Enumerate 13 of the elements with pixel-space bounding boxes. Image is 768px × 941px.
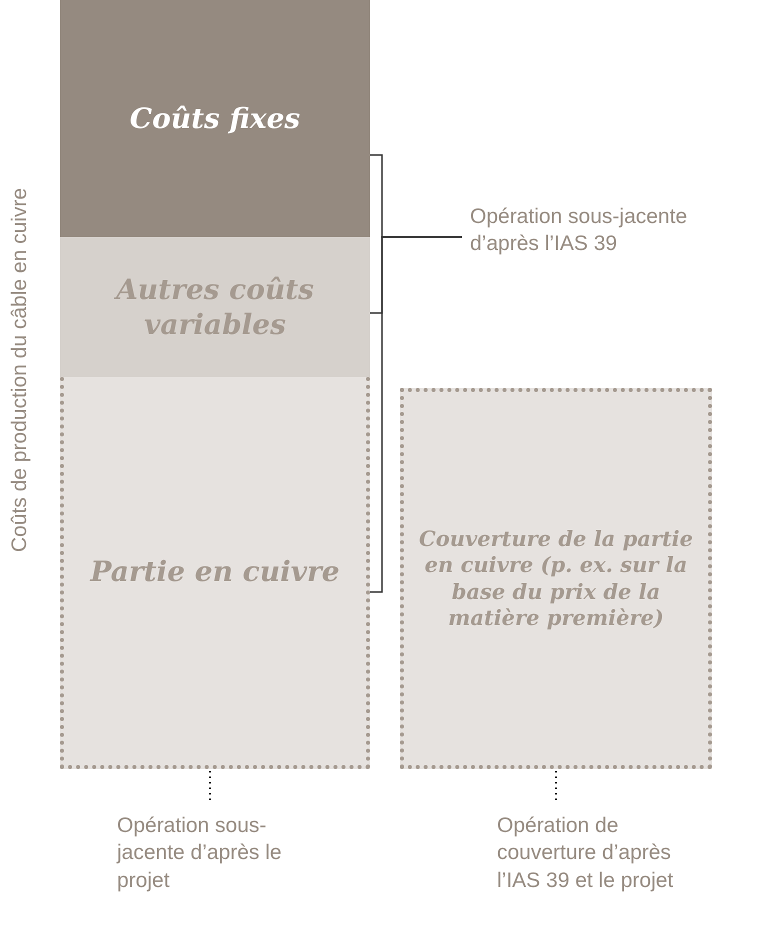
bracket-line: [370, 236, 462, 593]
block-title: Partie en cuivre: [90, 554, 340, 588]
cost-block: [400, 388, 712, 769]
annotation-text: Opération sous-jacente d’après le projet: [117, 812, 307, 894]
block-title: Autres coûts variables: [113, 272, 315, 342]
annotation-text: Opération sous-jacente d’après l’IAS 39: [470, 203, 760, 258]
block-title: Couverture de la partie en cuivre (p. ex. sur la base du prix de la matière première): [418, 526, 694, 631]
cost-block: [60, 237, 370, 377]
cost-block: [60, 377, 370, 769]
block-title: Coûts fixes: [130, 101, 300, 136]
annotation-text: Opération de couverture d’après l’IAS 39 et le projet: [497, 812, 687, 894]
axis-label: Coûts de production du câble en cuivre: [8, 186, 32, 554]
cost-block: [60, 0, 370, 237]
